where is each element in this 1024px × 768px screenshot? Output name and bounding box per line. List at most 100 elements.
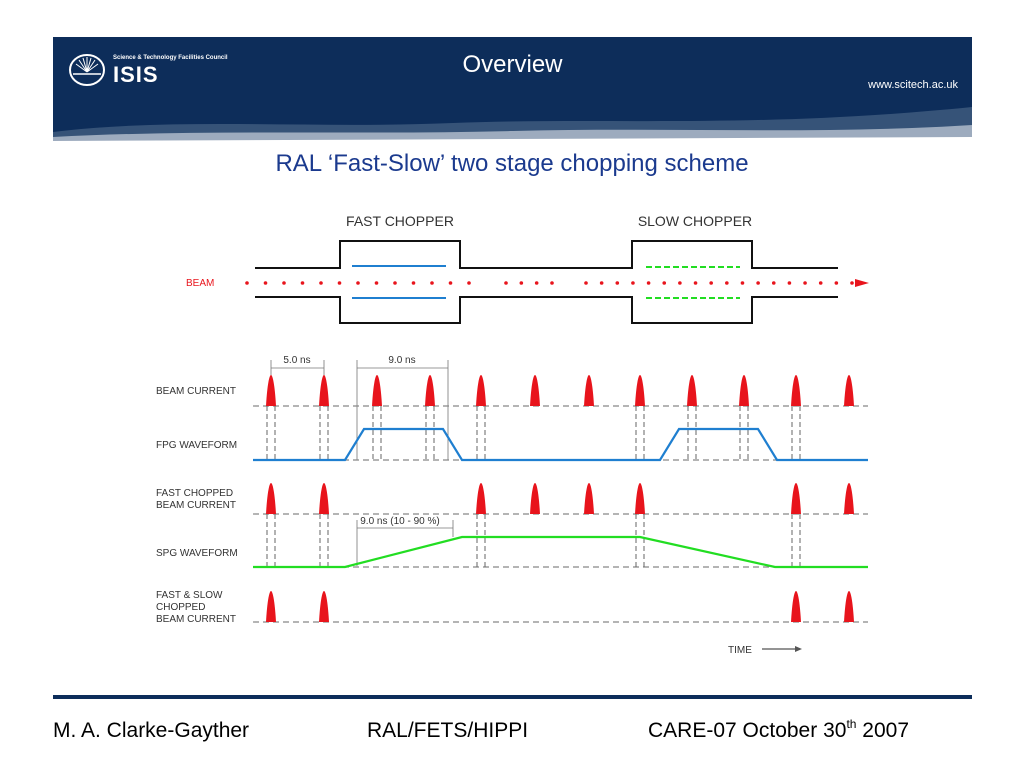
beam-dot	[740, 281, 745, 285]
beam-dot	[448, 281, 453, 285]
slow-chopper-plates	[646, 266, 740, 299]
beam-dot	[850, 281, 854, 285]
beam-dot	[504, 281, 508, 285]
beam-dot	[282, 281, 286, 285]
footer-event-sup: th	[846, 717, 857, 731]
site-url: www.scitech.ac.uk	[868, 79, 958, 91]
beam-dot	[725, 281, 729, 285]
isis-sunburst-icon	[69, 54, 105, 86]
beam-dot	[263, 281, 268, 285]
beam-dot	[430, 281, 434, 285]
dim-5ns-label: 5.0 ns	[283, 355, 310, 366]
row-label-fpg-waveform: FPG WAVEFORM	[156, 440, 237, 451]
beam-dot	[599, 281, 604, 285]
beam-pulse	[844, 375, 854, 406]
beam-dot	[787, 281, 792, 285]
beam-pulse	[319, 483, 329, 514]
beam-dot	[646, 281, 651, 285]
row-label-fs-2: CHOPPED	[156, 602, 205, 613]
beam-label: BEAM	[186, 278, 214, 289]
beam-dots	[245, 281, 854, 285]
beam-pulses	[266, 375, 854, 622]
beam-dot	[245, 281, 249, 285]
isis-logo: Science & Technology Facilities Council …	[67, 52, 228, 88]
beam-dot	[411, 281, 416, 285]
beam-pulse	[584, 483, 594, 514]
dimension-spg	[356, 520, 454, 566]
baselines	[253, 405, 868, 623]
beam-pulse	[266, 375, 276, 406]
footer-project: RAL/FETS/HIPPI	[367, 719, 529, 742]
slide-header: Science & Technology Facilities Council …	[53, 37, 972, 145]
beam-dot	[709, 281, 713, 285]
beam-dot	[356, 281, 360, 285]
beam-dot	[756, 281, 760, 285]
fpg-waveform	[253, 427, 868, 462]
beam-pulse	[687, 375, 697, 406]
beam-pulse	[635, 483, 645, 514]
slow-chopper-label: SLOW CHOPPER	[638, 213, 752, 229]
row-label-fs-3: BEAM CURRENT	[156, 614, 236, 625]
beam-dot	[834, 281, 839, 285]
dim-spg-label: 9.0 ns (10 - 90 %)	[360, 516, 439, 527]
beam-pulse	[530, 375, 540, 406]
dim-9ns-label: 9.0 ns	[388, 355, 415, 366]
beam-pulse	[739, 375, 749, 406]
footer-event: CARE-07 October 30th 2007	[648, 717, 909, 743]
beam-dot	[393, 281, 397, 285]
beam-dot	[300, 281, 305, 285]
beam-pulse	[791, 591, 801, 622]
beam-pulse	[476, 483, 486, 514]
beam-pulse	[844, 483, 854, 514]
beam-dot	[662, 281, 667, 285]
beam-dot	[615, 281, 620, 285]
spg-waveform	[253, 535, 868, 569]
beam-pulse	[319, 591, 329, 622]
dimension-9ns	[356, 360, 449, 460]
beam-pulse	[266, 591, 276, 622]
footer-author: M. A. Clarke-Gayther	[53, 719, 250, 742]
beam-dot	[693, 281, 698, 285]
beam-pulse	[791, 375, 801, 406]
beam-pulse	[635, 375, 645, 406]
beam-pulse	[791, 483, 801, 514]
footer-event-prefix: CARE-07 October 30	[648, 719, 847, 742]
dimension-5ns	[270, 360, 325, 377]
beam-dot	[337, 281, 342, 285]
beam-dot	[678, 281, 682, 285]
row-label-fast-chopped-1: FAST CHOPPED	[156, 488, 233, 499]
beam-pulse	[530, 483, 540, 514]
beam-pulse	[425, 375, 435, 406]
beam-pulse	[266, 483, 276, 514]
beam-dot	[319, 281, 323, 285]
slide-title: Overview	[462, 51, 563, 78]
footer-rule	[53, 695, 972, 699]
beam-pulse	[584, 375, 594, 406]
time-arrow-icon	[795, 646, 802, 652]
beam-dot	[771, 281, 776, 285]
slide-subtitle: RAL ‘Fast-Slow’ two stage chopping schem…	[275, 150, 749, 177]
beam-dot	[803, 281, 807, 285]
row-label-spg-waveform: SPG WAVEFORM	[156, 548, 238, 559]
council-name: Science & Technology Facilities Council	[113, 54, 228, 61]
time-label: TIME	[728, 645, 752, 656]
fast-chopper-label: FAST CHOPPER	[346, 213, 454, 229]
beam-dot	[519, 281, 524, 285]
chopper-outline	[255, 240, 838, 324]
beam-dot	[550, 281, 554, 285]
row-label-fast-chopped-2: BEAM CURRENT	[156, 500, 236, 511]
beam-dot	[818, 281, 823, 285]
header-texture	[53, 107, 972, 145]
beam-dot	[467, 281, 471, 285]
row-label-beam-current: BEAM CURRENT	[156, 386, 236, 397]
beam-dot	[631, 281, 635, 285]
beam-arrow-icon	[855, 279, 869, 287]
beam-dot	[534, 281, 539, 285]
beam-pulse	[319, 375, 329, 406]
row-label-fs-1: FAST & SLOW	[156, 590, 223, 601]
beam-pulse	[476, 375, 486, 406]
beam-dot	[374, 281, 379, 285]
vertical-guides	[266, 406, 801, 567]
fast-chopper-plates	[352, 265, 446, 299]
